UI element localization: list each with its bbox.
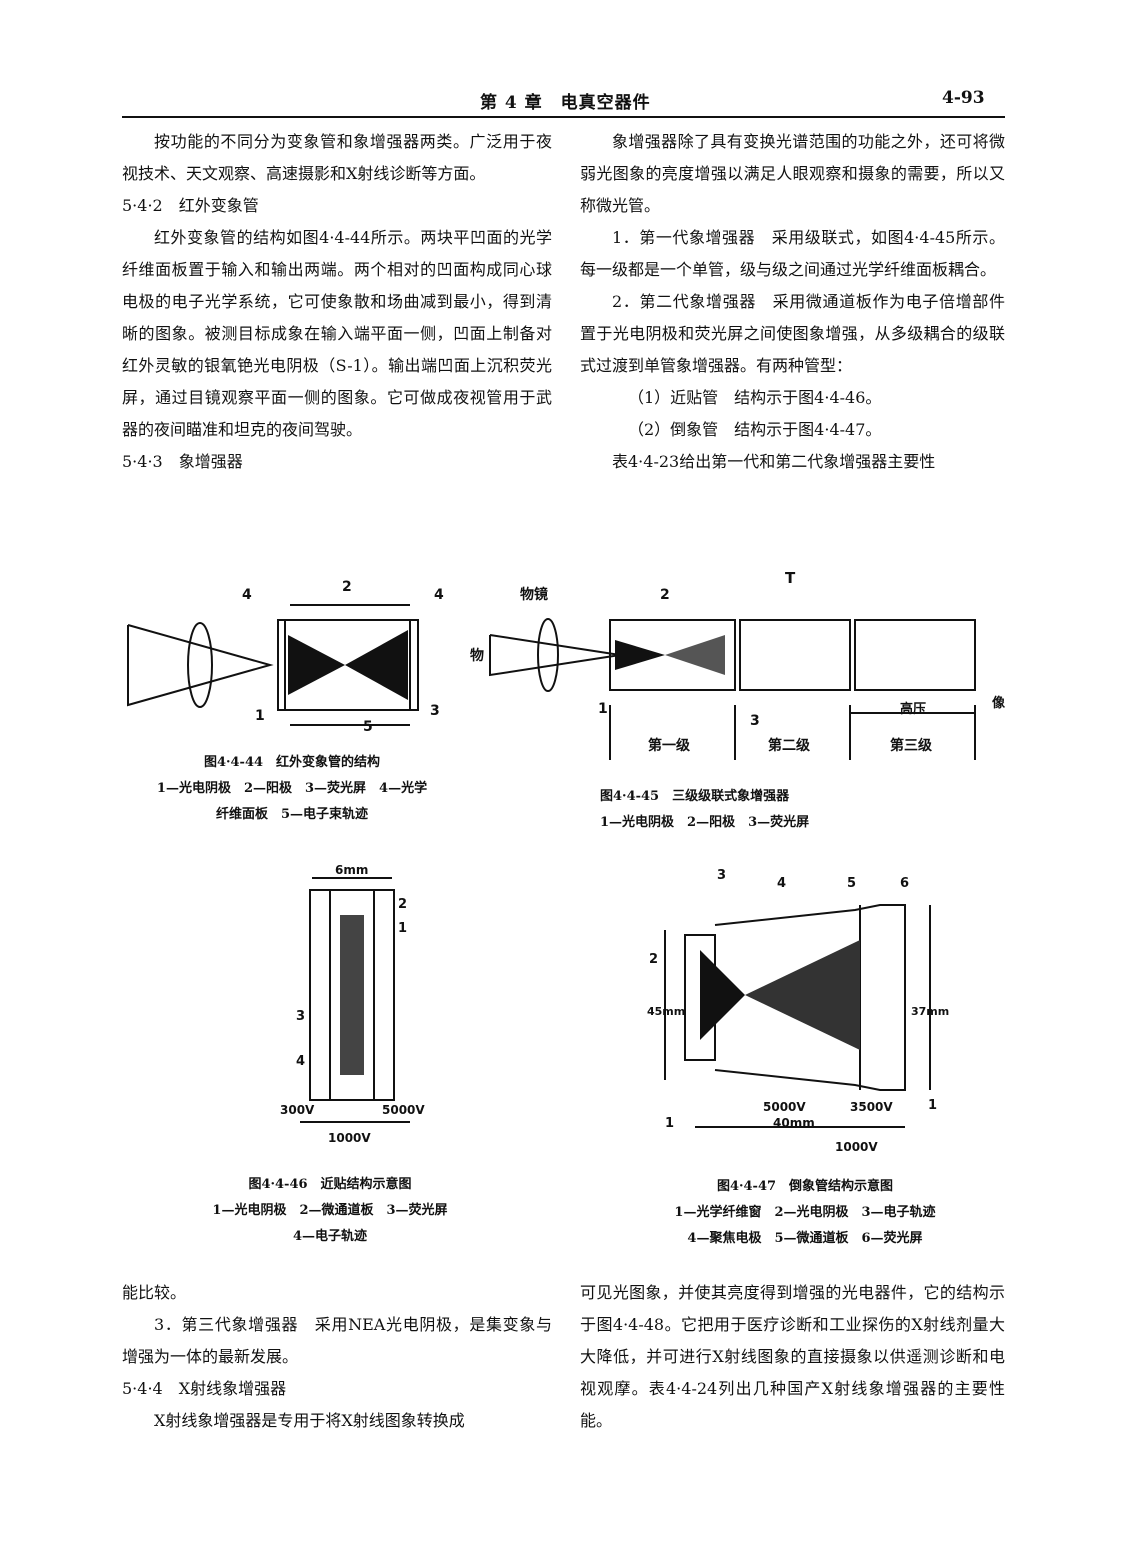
fig47-label-1000v: 1000V [835,1140,878,1154]
right-column-bottom: 可见光图象，并使其亮度得到增强的光电器件，它的结构示于图4·4-48。它把用于医… [580,1277,1005,1437]
fig44-label-4b: 4 [434,587,444,603]
fig47-label-37mm: 37mm [911,1005,949,1018]
caption-line: 4—电子轨迹 [292,1229,368,1244]
fig44-label-5: 5 [363,719,373,735]
fig45-label-3: 3 [750,713,760,729]
fig47-label-5000v: 5000V [763,1100,806,1114]
section-heading: 5·4·3 象增强器 [122,452,243,471]
fig45-stage-1: 第一级 [648,737,691,754]
page-number: 4-93 [942,88,985,108]
caption-line: 纤维面板 5—电子束轨迹 [215,807,369,822]
fig47-label-3: 3 [717,868,726,883]
paragraph: 2．第二代象增强器 采用微通道板作为电子倍增部件置于光电阴极和荧光屏之间使图象增… [580,292,1005,375]
paragraph: 3．第三代象增强器 采用NEA光电阴极，是集变象与增强为一体的最新发展。 [122,1315,552,1366]
caption-line: 图4·4-47 倒象管结构示意图 [716,1179,894,1194]
fig45-label-image: 像 [992,695,1006,711]
left-column-bottom: 能比较。 3．第三代象增强器 采用NEA光电阴极，是集变象与增强为一体的最新发展… [122,1277,552,1437]
paragraph: 按功能的不同分为变象管和象增强器两类。广泛用于夜视技术、天文观察、高速摄影和X射… [122,132,552,183]
fig47-label-40mm: 40mm [773,1116,815,1130]
paragraph: 能比较。 [122,1283,187,1302]
fig45-stage-2: 第二级 [768,737,811,754]
figure-4-4-44-caption: 图4·4-44 红外变象管的结构 1—光电阴极 2—阳极 3—荧光屏 4—光学 … [122,750,462,828]
list-item: （1）近贴管 结构示于图4·4-46。 [628,388,882,407]
caption-line: 图4·4-46 近贴结构示意图 [248,1177,412,1192]
figure-4-4-44: 4 2 4 1 5 3 [127,579,444,735]
fig46-label-5000v: 5000V [382,1103,425,1117]
fig47-label-5: 5 [847,876,856,891]
chapter-title: 第 4 章 电真空器件 [480,93,651,113]
fig47-label-4: 4 [777,876,786,891]
fig47-label-45mm: 45mm [647,1005,685,1018]
paragraph: 象增强器除了具有变换光谱范围的功能之外，还可将微弱光图象的亮度增强以满足人眼观察… [580,132,1005,215]
fig44-label-1: 1 [255,708,265,724]
header-rule [122,116,1005,118]
caption-line: 1—光电阴极 2—微通道板 3—荧光屏 [212,1203,448,1218]
fig45-label-2: 2 [660,587,670,603]
fig45-label-t: T [785,569,796,587]
caption-line: 1—光电阴极 2—阳极 3—荧光屏 [600,815,810,830]
fig46-label-2: 2 [398,897,407,912]
right-column-top: 象增强器除了具有变换光谱范围的功能之外，还可将微弱光图象的亮度增强以满足人眼观察… [580,126,1005,478]
fig46-label-1: 1 [398,921,407,936]
figure-4-4-45-caption: 图4·4-45 三级级联式象增强器 1—光电阴极 2—阳极 3—荧光屏 [600,784,850,836]
paragraph: X射线象增强器是专用于将X射线图象转换成 [154,1411,465,1430]
paragraph: 可见光图象，并使其亮度得到增强的光电器件，它的结构示于图4·4-48。它把用于医… [580,1283,1005,1430]
paragraph: 表4·4-23给出第一代和第二代象增强器主要性 [612,452,936,471]
fig44-label-2: 2 [342,579,352,595]
caption-line: 1—光电阴极 2—阳极 3—荧光屏 4—光学 [156,781,428,796]
fig45-stage-3: 第三级 [890,737,933,754]
caption-line: 4—聚焦电极 5—微通道板 6—荧光屏 [687,1231,923,1246]
fig47-label-1b: 1 [928,1098,937,1113]
fig45-label-objective: 物镜 [520,586,548,603]
figure-4-4-46: 6mm 2 1 3 4 300V 5000V 1000V [280,863,425,1145]
fig46-label-width: 6mm [335,863,368,877]
fig46-label-4: 4 [296,1054,305,1069]
paragraph: 红外变象管的结构如图4·4-44所示。两块平凹面的光学纤维面板置于输入和输出两端… [122,228,552,439]
left-column-top: 按功能的不同分为变象管和象增强器两类。广泛用于夜视技术、天文观察、高速摄影和X射… [122,126,552,478]
fig44-label-4a: 4 [242,587,252,603]
caption-line: 图4·4-44 红外变象管的结构 [203,755,381,770]
fig45-label-object: 物 [470,647,484,664]
fig46-label-300v: 300V [280,1103,315,1117]
fig44-label-3: 3 [430,703,440,719]
caption-line: 图4·4-45 三级级联式象增强器 [600,789,790,804]
caption-line: 1—光学纤维窗 2—光电阴极 3—电子轨迹 [674,1205,936,1220]
fig46-label-1000v: 1000V [328,1131,371,1145]
fig45-label-hv: 高压 [900,701,926,717]
figure-4-4-47-caption: 图4·4-47 倒象管结构示意图 1—光学纤维窗 2—光电阴极 3—电子轨迹 4… [635,1174,975,1252]
figure-4-4-46-caption: 图4·4-46 近贴结构示意图 1—光电阴极 2—微通道板 3—荧光屏 4—电子… [160,1172,500,1250]
list-item: （2）倒象管 结构示于图4·4-47。 [628,420,882,439]
fig45-label-1: 1 [598,701,608,717]
paragraph: 1．第一代象增强器 采用级联式，如图4·4-45所示。每一级都是一个单管，级与级… [580,228,1005,279]
figure-4-4-47: 3 4 5 6 2 1 1 45mm 37mm 5000V 3500V 40mm… [647,868,949,1154]
section-heading: 5·4·4 X射线象增强器 [122,1379,287,1398]
fig47-label-1a: 1 [665,1116,674,1131]
fig47-label-2: 2 [649,952,658,967]
figure-4-4-45: 物镜 物 T 2 1 3 高压 像 第一级 第二级 第三级 [470,569,1006,760]
fig46-label-3: 3 [296,1009,305,1024]
fig47-label-3500v: 3500V [850,1100,893,1114]
fig47-label-6: 6 [900,876,909,891]
section-heading: 5·4·2 红外变象管 [122,196,259,215]
